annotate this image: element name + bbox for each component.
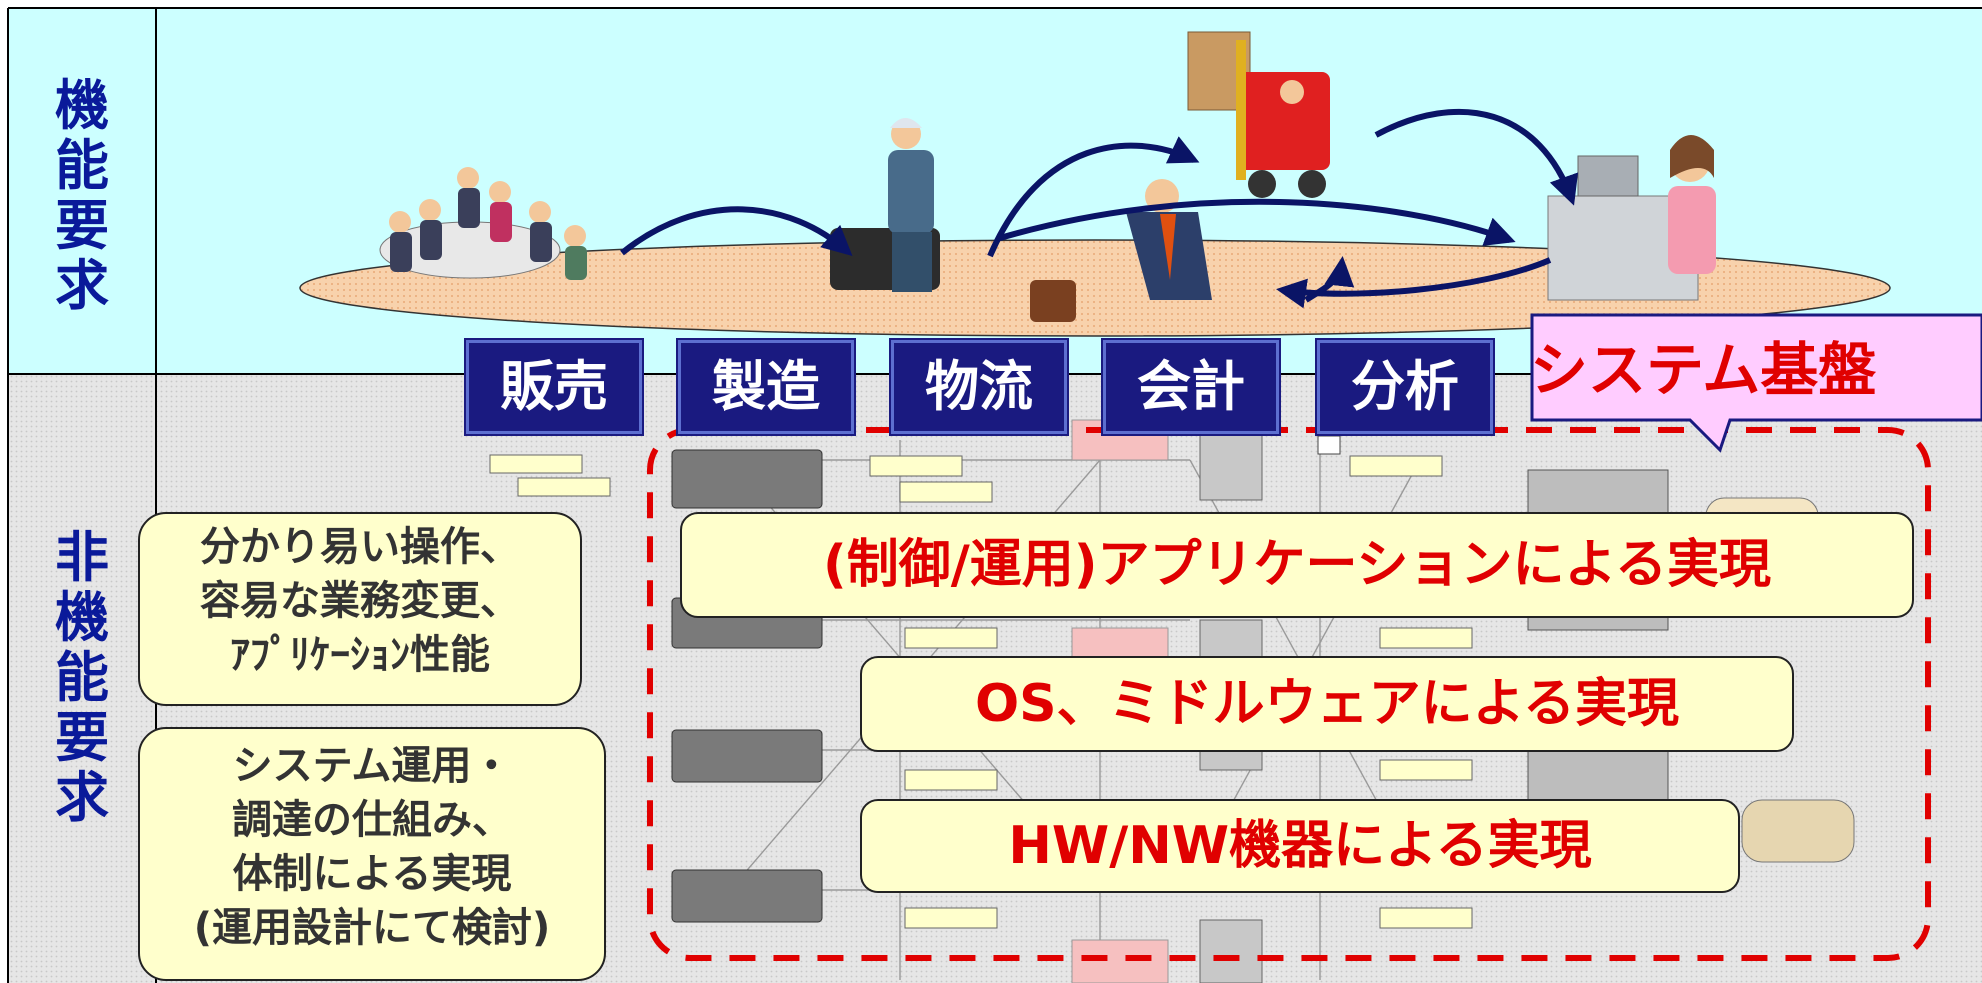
forklift-illustration — [1187, 31, 1330, 198]
note-line: (運用設計にて検討) — [193, 905, 551, 951]
cashier-illustration — [1547, 135, 1716, 301]
note-line: 容易な業務変更、 — [200, 578, 520, 624]
hardware-network-layer-box: HW/NW機器による実現 — [860, 799, 1740, 893]
functional-requirements-label: 機能要求 — [55, 74, 109, 317]
flow-arrows — [620, 108, 1579, 309]
function-box-sales: 販売 — [466, 340, 642, 434]
function-box-logistics: 物流 — [891, 340, 1067, 434]
note-line: ｱﾌﾟﾘｹｰｼｮﾝ性能 — [230, 632, 490, 678]
function-box-analysis: 分析 — [1317, 340, 1493, 434]
note-line: 分かり易い操作、 — [200, 524, 520, 570]
system-platform-callout: システム基盤 — [1530, 336, 1877, 404]
factory-worker-illustration — [830, 118, 940, 292]
os-middleware-layer-box: OS、ミドルウェアによる実現 — [860, 656, 1794, 752]
note-line: システム運用・ — [232, 743, 512, 789]
business-ellipse — [299, 239, 1891, 337]
callout-bubble — [1530, 313, 1982, 453]
application-layer-box: (制御/運用)アプリケーションによる実現 — [680, 512, 1914, 618]
non-functional-requirements-label: 非機能要求 — [55, 526, 109, 829]
note-line: 調達の仕組み、 — [232, 797, 512, 843]
function-box-accounting: 会計 — [1103, 340, 1279, 434]
note-line: 体制による実現 — [232, 851, 512, 897]
businessman-illustration — [1030, 179, 1212, 322]
function-box-manufacturing: 製造 — [678, 340, 854, 434]
operations-note-box: システム運用・ 調達の仕組み、 体制による実現 (運用設計にて検討) — [138, 727, 606, 981]
usability-note-box: 分かり易い操作、 容易な業務変更、 ｱﾌﾟﾘｹｰｼｮﾝ性能 — [138, 512, 582, 706]
system-infrastructure-boundary — [647, 427, 1931, 961]
meeting-people-illustration — [379, 167, 587, 280]
